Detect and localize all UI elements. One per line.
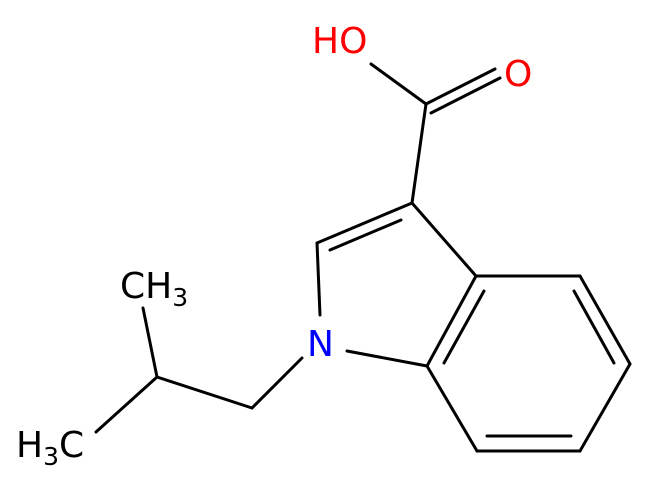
methyl-bottom-h: H bbox=[16, 425, 43, 466]
methyl-bottom-label: H3C bbox=[16, 425, 84, 471]
bond-c-oh bbox=[369, 62, 428, 106]
methyl-top-ch: CH bbox=[120, 266, 172, 307]
bond-c4-c5 bbox=[578, 274, 632, 366]
bond-ch2-ch bbox=[155, 375, 254, 410]
bond-n1-c7a bbox=[345, 349, 429, 368]
bond-c-o-double-a bbox=[424, 67, 497, 106]
bond-ch-ch3-bottom bbox=[94, 375, 159, 434]
bond-c3-c2-inner bbox=[328, 218, 403, 252]
bond-c7-c7a bbox=[425, 364, 479, 453]
bond-n1-ch2 bbox=[250, 356, 304, 410]
methyl-top-subscript: 3 bbox=[172, 283, 188, 312]
bond-c3-c2 bbox=[315, 201, 414, 245]
methyl-top-label: CH3 bbox=[120, 266, 188, 312]
bond-c-o-double-b bbox=[429, 76, 502, 115]
bond-c3a-c3 bbox=[410, 201, 478, 278]
nitrogen-label: N bbox=[307, 324, 334, 365]
carbonyl-oxygen-label: O bbox=[504, 54, 532, 95]
hydroxyl-label: HO bbox=[312, 21, 367, 62]
bond-ch-ch3-top bbox=[141, 306, 159, 379]
bond-c3-carboxyl bbox=[410, 102, 428, 205]
bond-c7a-c3a bbox=[425, 274, 478, 368]
bond-c4-c5-inner bbox=[572, 289, 616, 365]
bond-c2-n1 bbox=[315, 241, 322, 317]
bond-c5-c6 bbox=[578, 362, 632, 453]
bond-c7a-c3a-inner bbox=[442, 289, 486, 365]
methyl-bottom-subscript: 3 bbox=[43, 442, 59, 471]
methyl-bottom-c: C bbox=[59, 425, 84, 466]
